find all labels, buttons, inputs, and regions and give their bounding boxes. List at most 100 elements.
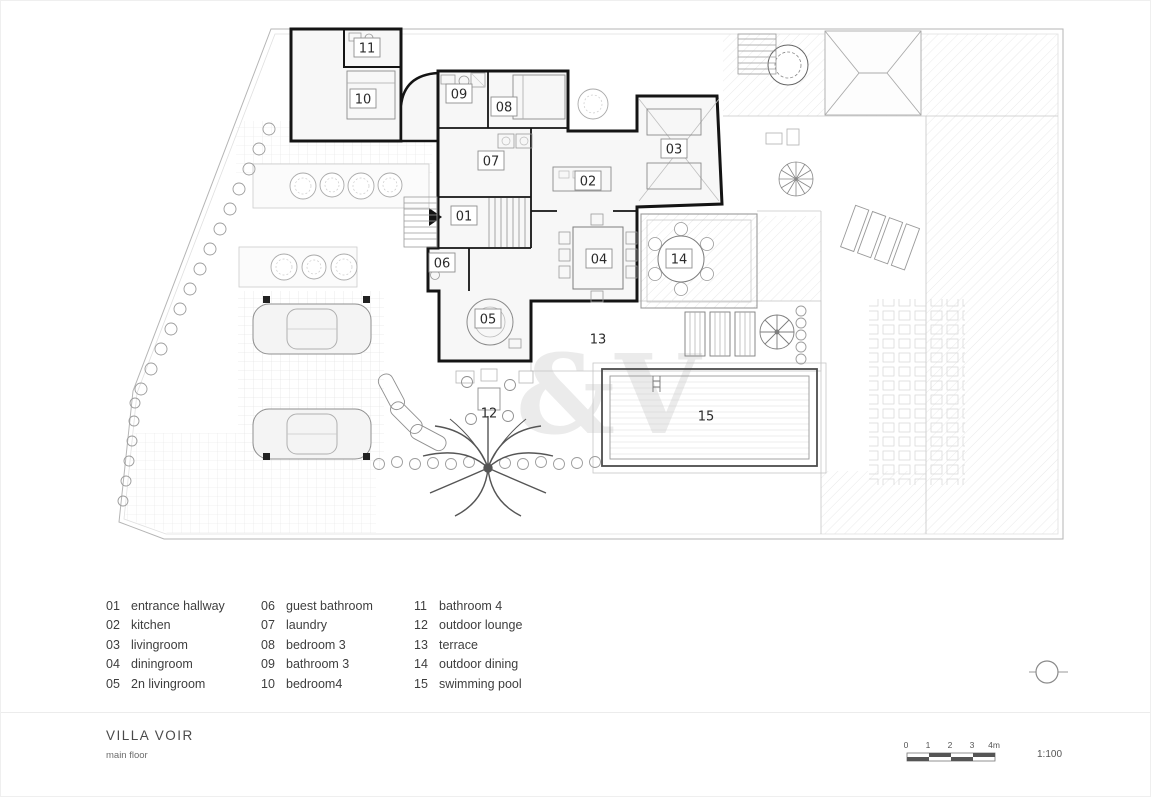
room-number-box [349, 88, 377, 109]
legend-item-label: bathroom 4 [439, 598, 503, 613]
room-number-box [445, 83, 473, 104]
legend-item: 07 laundry [261, 616, 414, 636]
legend-item: 05 2n livingroom [106, 674, 261, 694]
legend-item-label: entrance hallway [131, 598, 225, 613]
legend-item: 04 diningroom [106, 655, 261, 675]
scale-tick: 1 [925, 740, 931, 750]
room-number-box [353, 37, 381, 58]
side-loungers [840, 204, 921, 271]
room-number-label: 10 [355, 93, 372, 108]
legend-column: 11 bathroom 4 12 outdoor lounge 13 terra… [414, 596, 574, 694]
room-number-label: 01 [456, 210, 473, 225]
room-number-label: 06 [434, 257, 451, 272]
room-number-box [428, 252, 456, 273]
furniture [429, 72, 720, 384]
legend-item-label: bedroom4 [286, 676, 343, 691]
fan-feature [765, 128, 814, 197]
trees [270, 44, 809, 281]
legend-item: 11 bathroom 4 [414, 596, 574, 616]
bedroom-block [289, 27, 440, 143]
room-number-label: 14 [671, 253, 688, 268]
legend-item-number: 05 [106, 676, 120, 691]
outdoor-lounge [377, 373, 516, 452]
room-number-label: 05 [480, 313, 497, 328]
scale-ratio: 1:100 [1037, 749, 1063, 760]
scale-ticks: 0 1 2 3 4m [903, 740, 1002, 751]
legend-item-number: 11 [414, 598, 427, 613]
floor-label: main floor [106, 750, 148, 761]
room-legend: 01 entrance hallway 02 kitchen 03 living… [106, 596, 574, 694]
legend-item: 03 livingroom [106, 635, 261, 655]
palm-tree [422, 415, 554, 517]
legend-item: 15 swimming pool [414, 674, 574, 694]
legend-item-number: 08 [261, 637, 275, 652]
scale-steps-icon [906, 752, 996, 762]
legend-item-label: terrace [439, 637, 478, 652]
legend-item-number: 13 [414, 637, 428, 652]
orientation-symbol [1009, 659, 1069, 685]
legend-item-number: 09 [261, 657, 275, 672]
legend-item-number: 15 [414, 676, 428, 691]
legend-item-label: laundry [286, 618, 327, 633]
legend-item-number: 04 [106, 657, 120, 672]
room-number-box [450, 205, 478, 226]
legend-item: 10 bedroom4 [261, 674, 414, 694]
swimming-pool [601, 368, 818, 467]
room-number-label: 04 [591, 253, 608, 268]
scale-tick: 4m [988, 740, 1000, 750]
room-number-label: 12 [481, 407, 498, 422]
legend-column: 06 guest bathroom 07 laundry 08 bedroom … [261, 596, 414, 694]
legend-item-label: bathroom 3 [286, 657, 350, 672]
legend-item-label: outdoor lounge [439, 618, 523, 633]
legend-item: 14 outdoor dining [414, 655, 574, 675]
entrance-marker [429, 208, 442, 226]
legend-item-number: 06 [261, 598, 275, 613]
carport [252, 296, 372, 460]
legend-item-label: guest bathroom [286, 598, 373, 613]
legend-item-label: diningroom [131, 657, 193, 672]
legend-item-number: 02 [106, 618, 120, 633]
floor-plan-drawing: &V [117, 27, 1064, 540]
neighbour-roof [824, 30, 922, 116]
scale-bar: 0 1 2 3 4m [903, 740, 1002, 762]
legend-item-number: 01 [106, 598, 120, 613]
legend-item: 13 terrace [414, 635, 574, 655]
orientation-icon [1029, 660, 1068, 684]
car [252, 303, 372, 355]
legend-item: 02 kitchen [106, 616, 261, 636]
room-number-box [660, 138, 688, 159]
legend-item: 12 outdoor lounge [414, 616, 574, 636]
legend-item-label: bedroom 3 [286, 637, 346, 652]
room-number-label: 03 [666, 143, 683, 158]
room-number-box [477, 150, 505, 171]
legend-item: 09 bathroom 3 [261, 655, 414, 675]
legend-item-number: 10 [261, 676, 275, 691]
legend-item-number: 03 [106, 637, 120, 652]
room-number-box [490, 96, 518, 117]
room-number-label: 09 [451, 88, 468, 103]
room-number-box [585, 248, 613, 269]
scale-tick: 0 [903, 740, 909, 750]
legend-item-number: 07 [261, 618, 275, 633]
scale-tick: 2 [947, 740, 953, 750]
legend-item-number: 12 [414, 618, 428, 633]
main-house [403, 69, 724, 363]
hedges [117, 122, 807, 507]
title-block: VILLA VOIR main floor [106, 728, 194, 761]
legend-column: 01 entrance hallway 02 kitchen 03 living… [106, 596, 261, 694]
legend-item-label: kitchen [131, 618, 171, 633]
room-number-box [665, 248, 693, 269]
pool-ladder [652, 376, 661, 392]
scale-tick: 3 [969, 740, 975, 750]
terrace-loungers [684, 311, 795, 357]
room-number-label: 15 [698, 410, 715, 425]
legend-item: 06 guest bathroom [261, 596, 414, 616]
project-title: VILLA VOIR [106, 728, 194, 743]
legend-item-number: 14 [414, 657, 428, 672]
legend-item-label: outdoor dining [439, 657, 519, 672]
legend-item-label: swimming pool [439, 676, 522, 691]
room-number-box [474, 308, 502, 329]
legend-item-label: 2n livingroom [131, 676, 206, 691]
